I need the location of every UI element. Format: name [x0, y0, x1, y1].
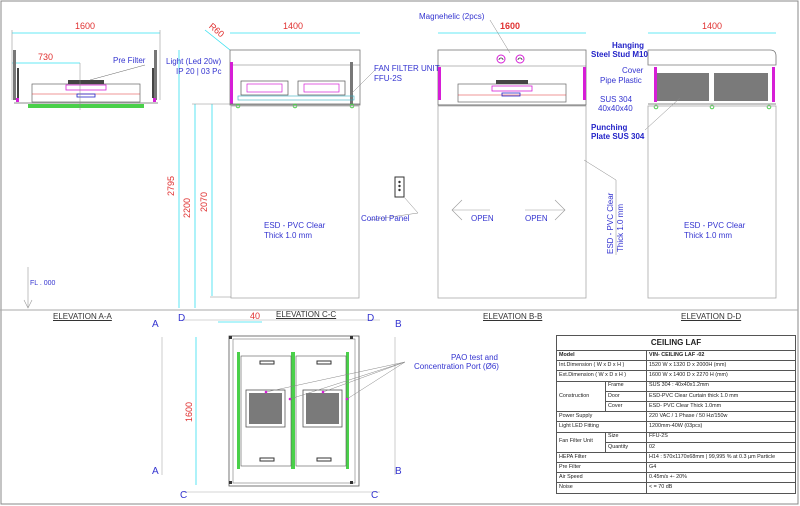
label-open-right: OPEN — [525, 214, 548, 223]
section-mark-c-left: C — [180, 490, 188, 501]
spec-value: 220 VAC / 1 Phase / 50 Hz/150w — [646, 411, 796, 423]
table-row: Air Speed 0.45m/s +- 20% — [556, 472, 796, 484]
section-mark-d-left: D — [178, 313, 186, 324]
label-ffu-2: FFU-2S — [374, 74, 402, 83]
table-row: HEPA Filter H14 : 570x1170x68mm | 99,995… — [556, 451, 796, 464]
spec-value: 02 — [646, 441, 796, 453]
table-row: Construction Frame SUS 304 : 40x40x1.2mm — [556, 380, 796, 413]
spec-title: CEILING LAF — [556, 335, 796, 351]
section-mark-b-bottom: B — [395, 466, 402, 477]
height-dimensions — [23, 50, 231, 309]
table-row: Model VIN- CEILING LAF -02 — [556, 349, 796, 362]
spec-value: 1600 W x 1400 D x 2270 H (mm) — [646, 370, 796, 382]
elevation-b-drawing — [437, 19, 617, 299]
label-light-1: Light (Led 20w) — [166, 57, 222, 66]
spec-label: Noise — [556, 482, 647, 494]
spec-label: Model — [556, 349, 647, 362]
title-elevation-a: ELEVATION A-A — [53, 312, 112, 321]
dim-a-width: 1600 — [75, 21, 96, 31]
section-mark-a-top: A — [152, 319, 159, 330]
dim-ceiling-height: 2200 — [182, 197, 192, 218]
elevation-a-drawing — [11, 30, 161, 110]
section-mark-a-bottom: A — [152, 466, 159, 477]
dim-plan-depth: 1600 — [184, 401, 194, 422]
section-mark-c-right: C — [371, 490, 379, 501]
label-esd-d-1: ESD - PVC Clear — [684, 221, 746, 230]
spec-label: Air Speed — [556, 472, 647, 484]
spec-value: 0.45m/s +- 20% — [646, 472, 796, 484]
title-elevation-b: ELEVATION B-B — [483, 312, 543, 321]
table-row: Fan Filter Unit Size FFU-2S — [556, 431, 796, 453]
spec-label: Int.Dimension ( W x D x H ) — [556, 360, 647, 372]
label-control-panel: Control Panel — [361, 214, 410, 223]
spec-value: 1520 W x 1320 D x 2000H (mm) — [646, 360, 796, 372]
spec-sublabel: Cover — [605, 400, 647, 413]
label-esd-c-1: ESD - PVC Clear — [264, 221, 326, 230]
section-mark-b-top: B — [395, 319, 402, 330]
table-row: Ext.Dimension ( W x D x H ) 1600 W x 140… — [556, 370, 796, 382]
spec-value: G4 — [646, 462, 796, 474]
dim-b-width: 1600 — [500, 21, 521, 31]
spec-label: HEPA Filter — [556, 451, 647, 464]
plan-view-drawing — [161, 319, 406, 493]
spec-label: Light LED Fitting — [556, 421, 647, 433]
dim-c-width: 1400 — [283, 21, 304, 31]
elevation-d-drawing — [644, 32, 777, 299]
spec-label: Pre Filter — [556, 462, 647, 474]
section-mark-d-right: D — [367, 313, 375, 324]
dim-total-height: 2795 — [166, 175, 176, 196]
spec-label: Construction — [556, 380, 606, 413]
spec-value: < = 70 dB — [646, 482, 796, 494]
label-floor-level: FL . 000 — [30, 280, 56, 287]
table-row: Pre Filter G4 — [556, 462, 796, 474]
title-elevation-d: ELEVATION D-D — [681, 312, 742, 321]
table-row: Noise < = 70 dB — [556, 482, 796, 494]
label-punching-2: Plate SUS 304 — [591, 132, 645, 141]
label-pre-filter: Pre Filter — [113, 56, 146, 65]
title-elevation-c: ELEVATION C-C — [276, 310, 337, 319]
spec-sublabel: Size — [605, 431, 647, 443]
dim-clear-height: 2070 — [199, 191, 209, 212]
label-punching-1: Punching — [591, 123, 628, 132]
label-esd-c-2: Thick 1.0 mm — [264, 231, 313, 240]
spec-value: FFU-2S — [646, 431, 796, 443]
spec-value: 1200mm-40W (03pcs) — [646, 421, 796, 433]
label-sus-2: 40x40x40 — [598, 104, 633, 113]
dim-a-offset: 730 — [38, 52, 54, 62]
label-esd-side-2: Thick 1.0 mm — [616, 203, 625, 252]
label-esd-side-1: ESD - PVC Clear — [606, 192, 615, 254]
label-esd-d-2: Thick 1.0 mm — [684, 231, 733, 240]
spec-value: VIN- CEILING LAF -02 — [646, 349, 796, 362]
label-cover-2: Pipe Plastic — [600, 76, 642, 85]
label-pao-2: Concentration Port (Ø6) — [414, 362, 499, 371]
label-open-left: OPEN — [471, 214, 494, 223]
spec-sublabel: Frame — [605, 380, 647, 392]
spec-value: SUS 304 : 40x40x1.2mm — [646, 380, 796, 392]
elevation-c-drawing — [204, 29, 419, 299]
spec-sublabel: Quantity — [605, 441, 647, 453]
table-row: Power Supply 220 VAC / 1 Phase / 50 Hz/1… — [556, 411, 796, 423]
label-hanging-2: Steel Stud M10 — [591, 50, 648, 59]
spec-label: Fan Filter Unit — [556, 431, 606, 453]
table-row: Light LED Fitting 1200mm-40W (03pcs) — [556, 421, 796, 433]
spec-value: ESD- PVC Clear Thick 1.0mm — [646, 400, 796, 413]
label-magnehelic: Magnehelic (2pcs) — [419, 12, 485, 21]
spec-label: Power Supply — [556, 411, 647, 423]
spec-label: Ext.Dimension ( W x D x H ) — [556, 370, 647, 382]
spec-table: CEILING LAF Model VIN- CEILING LAF -02 I… — [556, 335, 796, 494]
label-sus-1: SUS 304 — [600, 95, 633, 104]
spec-value: H14 : 570x1170x68mm | 99,995 % at 0.3 µm… — [646, 451, 796, 464]
label-ffu-1: FAN FILTER UNIT — [374, 64, 440, 73]
label-cover-1: Cover — [622, 66, 644, 75]
spec-sublabel: Door — [605, 390, 647, 402]
label-light-2: IP 20 | 03 Pc — [176, 67, 222, 76]
dim-d-width: 1400 — [702, 21, 723, 31]
table-row: Int.Dimension ( W x D x H ) 1520 W x 132… — [556, 360, 796, 372]
label-pao-1: PAO test and — [451, 353, 498, 362]
dim-plan-offset: 40 — [250, 311, 261, 321]
spec-value: ESD-PVC Clear Curtain thick 1.0 mm — [646, 390, 796, 402]
label-hanging-1: Hanging — [612, 41, 644, 50]
